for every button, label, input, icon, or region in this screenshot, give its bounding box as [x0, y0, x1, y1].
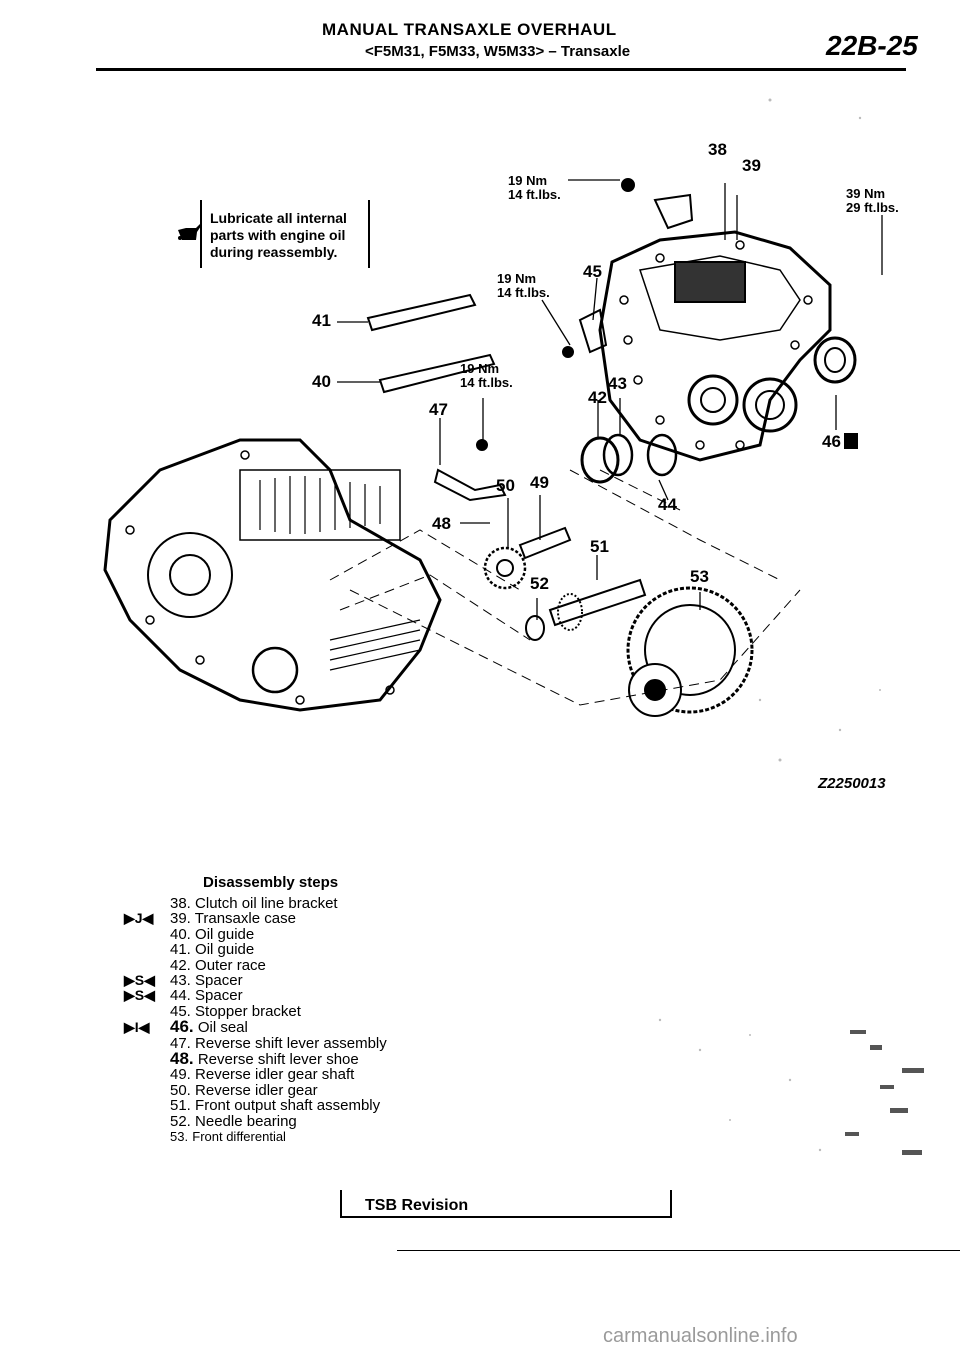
callout-45: 45 [583, 262, 602, 281]
callout-53: 53 [690, 567, 709, 586]
watermark: carmanualsonline.info [603, 1325, 798, 1347]
torque-spec-2-ft: 14 ft.lbs. [497, 285, 550, 300]
oil-seal-marker-icon [844, 433, 858, 449]
callout-50: 50 [496, 476, 515, 495]
callout-52: 52 [530, 574, 549, 593]
step-47: 47. Reverse shift lever assembly [170, 1034, 387, 1052]
torque-spec-3-nm: 19 Nm [460, 361, 500, 376]
torque-spec-1-nm: 19 Nm [508, 173, 548, 188]
step-52: 52. Needle bearing [170, 1112, 297, 1130]
transaxle-case-drawing [598, 230, 832, 462]
callout-43: 43 [608, 374, 627, 393]
callout-40: 40 [312, 372, 331, 391]
step-43: ▶S◀43. Spacer [124, 972, 243, 990]
figure-code: Z2250013 [818, 775, 886, 792]
callout-39: 39 [742, 156, 761, 175]
callout-46: 46 [822, 432, 841, 451]
torque-spec-1-ft: 14 ft.lbs. [508, 187, 561, 202]
oil-can-icon [178, 224, 201, 240]
step-40: 40. Oil guide [170, 925, 255, 943]
exploded-view-diagram [103, 98, 883, 762]
callout-49: 49 [530, 473, 549, 492]
lubrication-note-text: Lubricate all internal parts with engine… [210, 210, 347, 260]
torque-spec-4: 39 Nm 29 ft.lbs. [846, 187, 899, 215]
callout-41: 41 [312, 311, 331, 330]
torque-spec-3-ft: 14 ft.lbs. [460, 375, 513, 390]
torque-spec-1: 19 Nm 14 ft.lbs. [508, 174, 561, 202]
callout-48: 48 [432, 514, 451, 533]
torque-spec-2: 19 Nm 14 ft.lbs. [497, 272, 550, 300]
step-48: 48. Reverse shift lever shoe [170, 1049, 359, 1069]
header-rule [96, 68, 906, 71]
footer-rule [397, 1250, 960, 1251]
callout-47: 47 [429, 400, 448, 419]
torque-spec-3: 19 Nm 14 ft.lbs. [460, 362, 513, 390]
scan-noise-decoration [658, 1018, 924, 1155]
step-42: 42. Outer race [170, 956, 266, 974]
torque-spec-2-nm: 19 Nm [497, 271, 537, 286]
tsb-revision-label: TSB Revision [365, 1197, 469, 1214]
torque-spec-4-ft: 29 ft.lbs. [846, 200, 899, 215]
callout-38: 38 [708, 140, 727, 159]
step-51: 51. Front output shaft assembly [170, 1097, 381, 1115]
step-45: 45. Stopper bracket [170, 1002, 301, 1020]
steps-heading: Disassembly steps [203, 874, 339, 891]
page-code: 22B-25 [826, 30, 918, 61]
tsb-revision-box [340, 1190, 672, 1218]
step-44: ▶S◀44. Spacer [124, 987, 243, 1005]
callout-51: 51 [590, 537, 609, 556]
steps-list: 38. Clutch oil line bracket ▶J◀39. Trans… [124, 896, 544, 1145]
step-50: 50. Reverse idler gear [170, 1081, 318, 1099]
callout-42: 42 [588, 388, 607, 407]
step-38: 38. Clutch oil line bracket [170, 895, 338, 912]
callout-44: 44 [658, 495, 677, 514]
step-49: 49. Reverse idler gear shaft [170, 1066, 355, 1084]
step-53: 53. Front differential [170, 1129, 286, 1145]
step-39: ▶J◀39. Transaxle case [124, 910, 296, 928]
clutch-housing-drawing [103, 438, 442, 712]
header-subtitle: <F5M31, F5M33, W5M33> – Transaxle [365, 43, 631, 60]
step-46: ▶I◀46. Oil seal [124, 1017, 248, 1037]
torque-spec-4-nm: 39 Nm [846, 186, 886, 201]
header-title: MANUAL TRANSAXLE OVERHAUL [322, 20, 617, 39]
lubrication-note-box [200, 200, 370, 268]
step-41: 41. Oil guide [170, 941, 255, 959]
